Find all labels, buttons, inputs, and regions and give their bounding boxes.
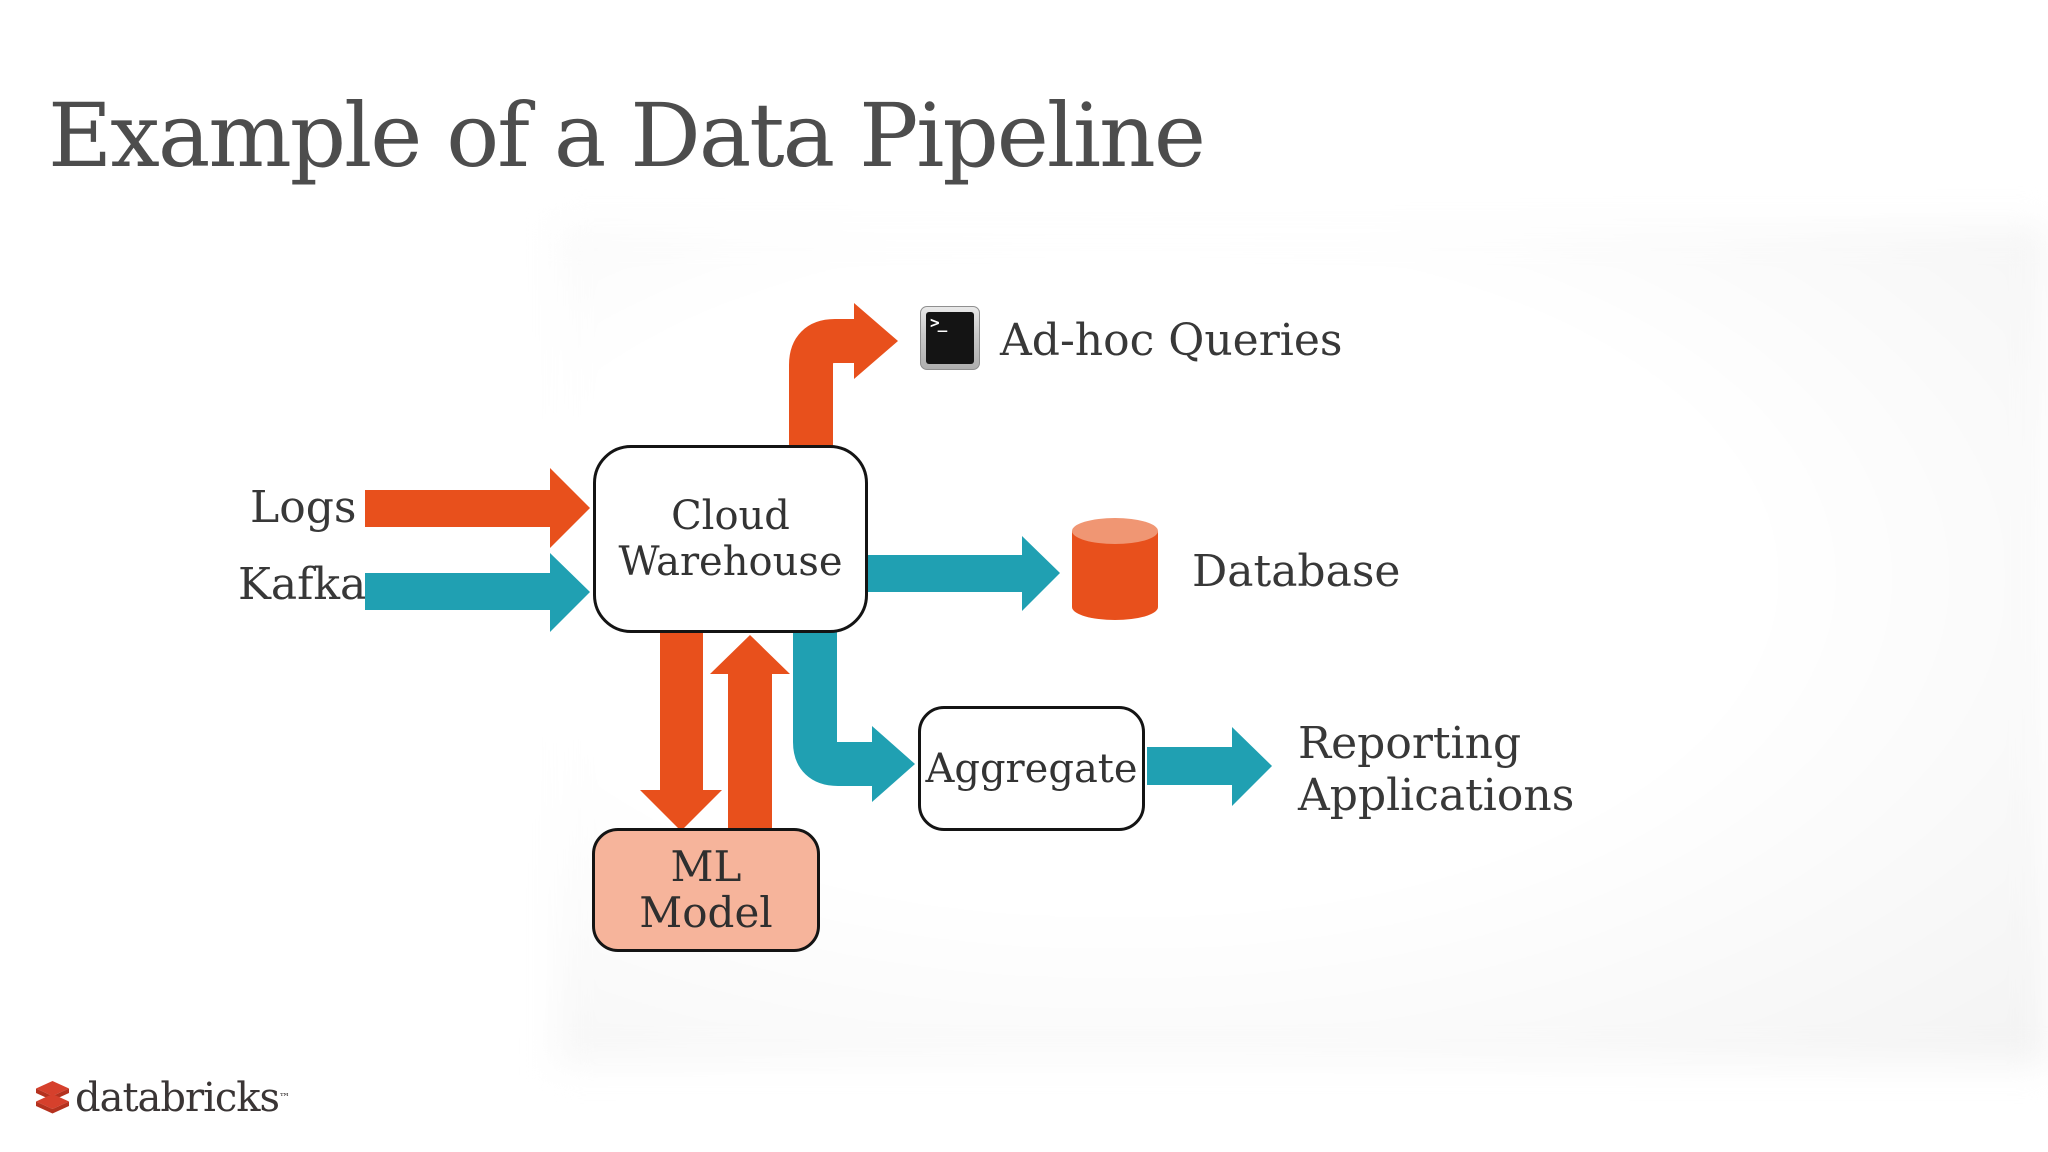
trademark-symbol: ™: [279, 1091, 291, 1104]
ml-up-arrow: [710, 635, 790, 830]
adhoc-elbow-arrowhead: [854, 303, 898, 379]
aggregate-label: Aggregate: [925, 745, 1138, 792]
adhoc-queries-label: Ad-hoc Queries: [1000, 315, 1343, 366]
aggregate-node: Aggregate: [918, 706, 1145, 831]
databricks-bricks-icon: [36, 1081, 69, 1114]
kafka-arrow: [365, 553, 590, 632]
databricks-wordmark: databricks: [75, 1075, 280, 1121]
ml-down-arrow: [640, 630, 722, 831]
kafka-label: Kafka: [238, 559, 367, 610]
terminal-icon: >_: [920, 306, 980, 370]
database-arrow: [866, 536, 1060, 611]
reporting-applications-label: Reporting Applications: [1298, 718, 1574, 822]
ml-model-label-line1: ML: [670, 842, 742, 891]
database-cylinder-top: [1072, 518, 1158, 544]
cloud-warehouse-label-line1: Cloud: [671, 493, 790, 539]
aggregate-elbow-arrowhead: [872, 726, 915, 802]
reporting-label-line2: Applications: [1298, 770, 1575, 821]
slide-title: Example of a Data Pipeline: [48, 84, 1206, 187]
logs-arrow: [365, 468, 590, 548]
ml-model-node: ML Model: [592, 828, 820, 952]
terminal-screen: >_: [926, 312, 974, 364]
database-label: Database: [1192, 546, 1401, 597]
reporting-arrow: [1147, 727, 1272, 806]
adhoc-elbow-arrow: [789, 319, 856, 455]
reporting-label-line1: Reporting: [1298, 718, 1522, 769]
ml-model-label-line2: Model: [639, 888, 773, 937]
logs-label: Logs: [250, 482, 357, 533]
aggregate-elbow-arrow: [793, 628, 874, 786]
cloud-warehouse-node: Cloud Warehouse: [593, 445, 868, 633]
cloud-warehouse-label-line2: Warehouse: [618, 539, 843, 585]
databricks-logo: databricks ™: [36, 1078, 290, 1118]
